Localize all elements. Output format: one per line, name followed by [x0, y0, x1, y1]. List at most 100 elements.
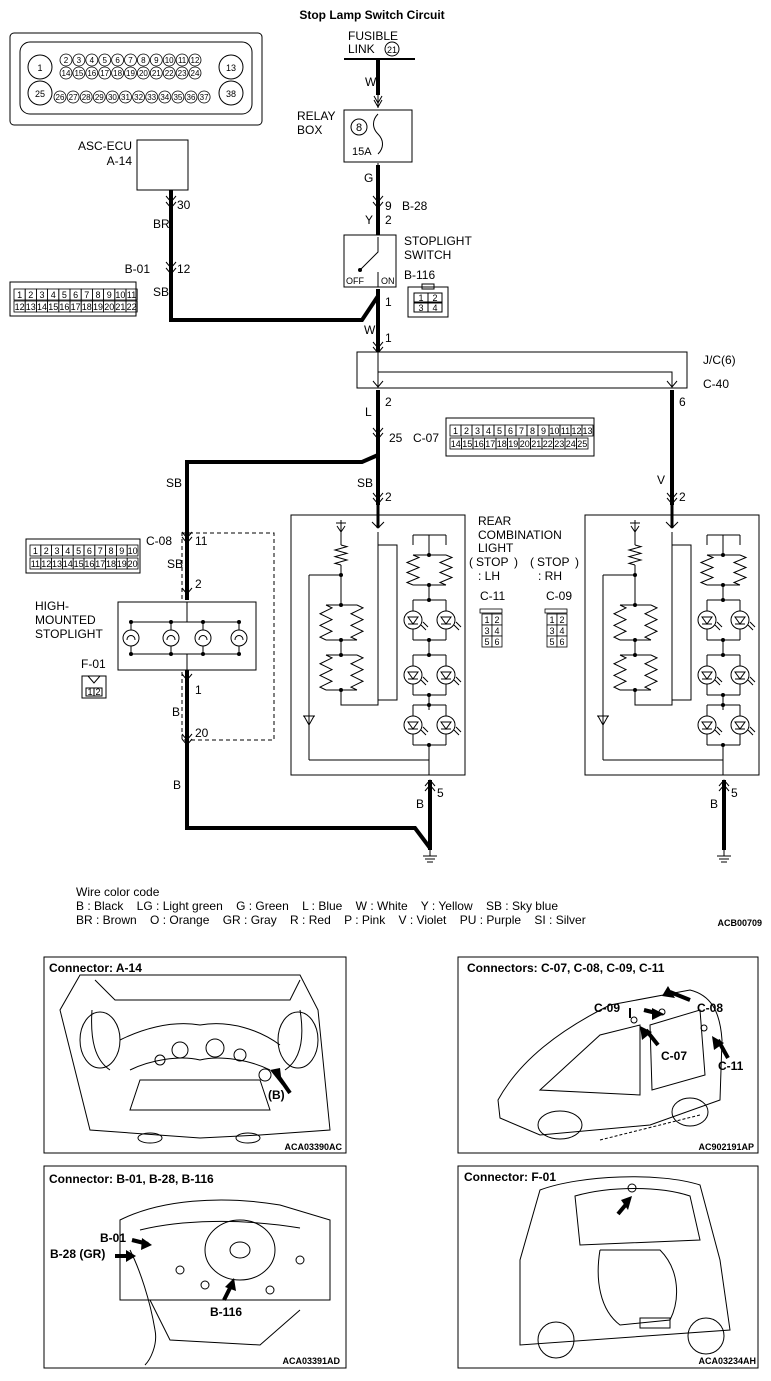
c08-pin-label: 3	[54, 546, 59, 556]
c07-pin-label: 11	[561, 426, 570, 436]
asc-ecu-box	[136, 139, 189, 191]
c08-pin-label: 11	[31, 559, 40, 569]
svg-text:2: 2	[432, 293, 437, 303]
ecu-pin-label: 22	[165, 69, 174, 78]
b01-pin-label: 9	[107, 290, 112, 300]
b01-pin-label: 16	[59, 302, 69, 312]
c07-pin-label: 17	[485, 439, 495, 449]
led-icon	[730, 715, 750, 735]
b28-wire-g: G	[364, 171, 373, 185]
small-conn-label: 3	[549, 626, 554, 636]
relay-box-label-2: BOX	[297, 123, 322, 137]
ecu-pin-label: 20	[139, 69, 148, 78]
b01-pin-label: 22	[127, 302, 137, 312]
b01-pin-label: 7	[84, 290, 89, 300]
ecu-pin	[158, 90, 172, 104]
ecu-pin-label: 6	[115, 56, 120, 65]
led-icon	[697, 665, 717, 685]
rear-comb-line2: COMBINATION	[478, 528, 562, 542]
c08-pin-label: 5	[76, 546, 81, 556]
c07-pin-label: 3	[475, 426, 480, 436]
b28-arrow-icon	[126, 1250, 136, 1262]
c08-pin-label: 2	[44, 546, 49, 556]
c08-pin-label: 16	[84, 559, 94, 569]
fusible-link-number: 21	[387, 45, 397, 55]
small-conn-label: 5	[484, 637, 489, 647]
c11-connector: C-11	[480, 589, 505, 603]
small-conn-label: 1	[484, 615, 489, 625]
ecu-pin	[111, 53, 124, 67]
relay-fuse-rating: 15A	[352, 146, 372, 158]
small-conn-label: 1	[549, 615, 554, 625]
ecu-pin	[188, 66, 202, 80]
ecu-pin-label: 23	[178, 69, 187, 78]
c07-pin-label: 5	[497, 426, 502, 436]
small-conn-label: 5	[549, 637, 554, 647]
panel-a14-callout: (B)	[268, 1088, 285, 1102]
stoplight-bulb-icon	[194, 629, 212, 647]
asc-ecu-label: ASC-ECU	[78, 139, 132, 153]
c08-pin-label: 19	[117, 559, 127, 569]
ecu-pin-label: 35	[173, 93, 182, 102]
ground-symbol-rh	[717, 850, 731, 863]
ecu-pin-label: 21	[152, 69, 161, 78]
svg-text:25: 25	[35, 89, 45, 99]
c11-arrow-icon	[712, 1036, 724, 1050]
c08-connector: C-08	[146, 534, 172, 548]
b01-pin-label: 13	[26, 302, 36, 312]
svg-text:(: (	[530, 555, 534, 569]
led-icon	[436, 610, 456, 630]
lh-ground-pin: 5	[437, 786, 444, 800]
b01-pin-label: 8	[95, 290, 100, 300]
c08-pin-label: 6	[87, 546, 92, 556]
ecu-pin	[111, 66, 124, 80]
ecu-pin-label: 5	[102, 56, 107, 65]
ecu-pin	[59, 66, 73, 80]
ecu-pin	[145, 90, 159, 104]
c08-pin-label: 20	[128, 559, 138, 569]
b01-pin: 12	[177, 262, 191, 276]
b01-pin-label: 17	[71, 302, 81, 312]
c07-pin-label: 7	[519, 426, 524, 436]
ecu-pin-label: 27	[69, 93, 78, 102]
c08-pin-label: 7	[98, 546, 103, 556]
rear-combination-light-rh	[584, 505, 760, 776]
ecu-pin-label: 16	[87, 69, 96, 78]
ecu-pin-label: 3	[77, 56, 82, 65]
panel-b-title: Connector: B-01, B-28, B-116	[49, 1172, 214, 1186]
switch-off: OFF	[346, 276, 364, 286]
c08-pin-label: 18	[106, 559, 116, 569]
panel-c-code: AC902191AP	[698, 1142, 754, 1152]
ecu-pin	[85, 66, 99, 80]
led-icon	[697, 715, 717, 735]
b01-pin-label: 14	[37, 302, 47, 312]
ecu-pin	[66, 90, 80, 104]
jc-wire-l: L	[365, 405, 372, 419]
rear-comb-lh: STOP	[476, 555, 508, 569]
ecu-pin	[149, 53, 163, 67]
c07-pin-label: 1	[453, 426, 458, 436]
c08-pin-lamp: 2	[195, 577, 202, 591]
rear-comb-lh2: : LH	[478, 569, 500, 583]
b01-pin-label: 19	[93, 302, 103, 312]
c07-pin-label: 10	[549, 426, 559, 436]
ground-symbol-lh	[423, 850, 437, 863]
c09-arrow-icon	[652, 1008, 664, 1020]
c08-wire: SB	[167, 557, 183, 571]
led-icon	[403, 665, 423, 685]
c07-pin-label: 25	[577, 439, 587, 449]
junction-connector: C-40	[703, 377, 729, 391]
switch-pin-bottom: 1	[385, 295, 392, 309]
b28-pin-in: 9	[385, 199, 392, 213]
ecu-pin-label: 33	[147, 93, 156, 102]
panel-f01-title: Connector: F-01	[464, 1170, 556, 1184]
b01-pin-label: 6	[73, 290, 78, 300]
c07-pin-label: 9	[541, 426, 546, 436]
led-icon	[730, 665, 750, 685]
svg-text:): )	[575, 555, 579, 569]
ecu-pin	[53, 90, 67, 104]
ecu-pin	[85, 53, 99, 67]
